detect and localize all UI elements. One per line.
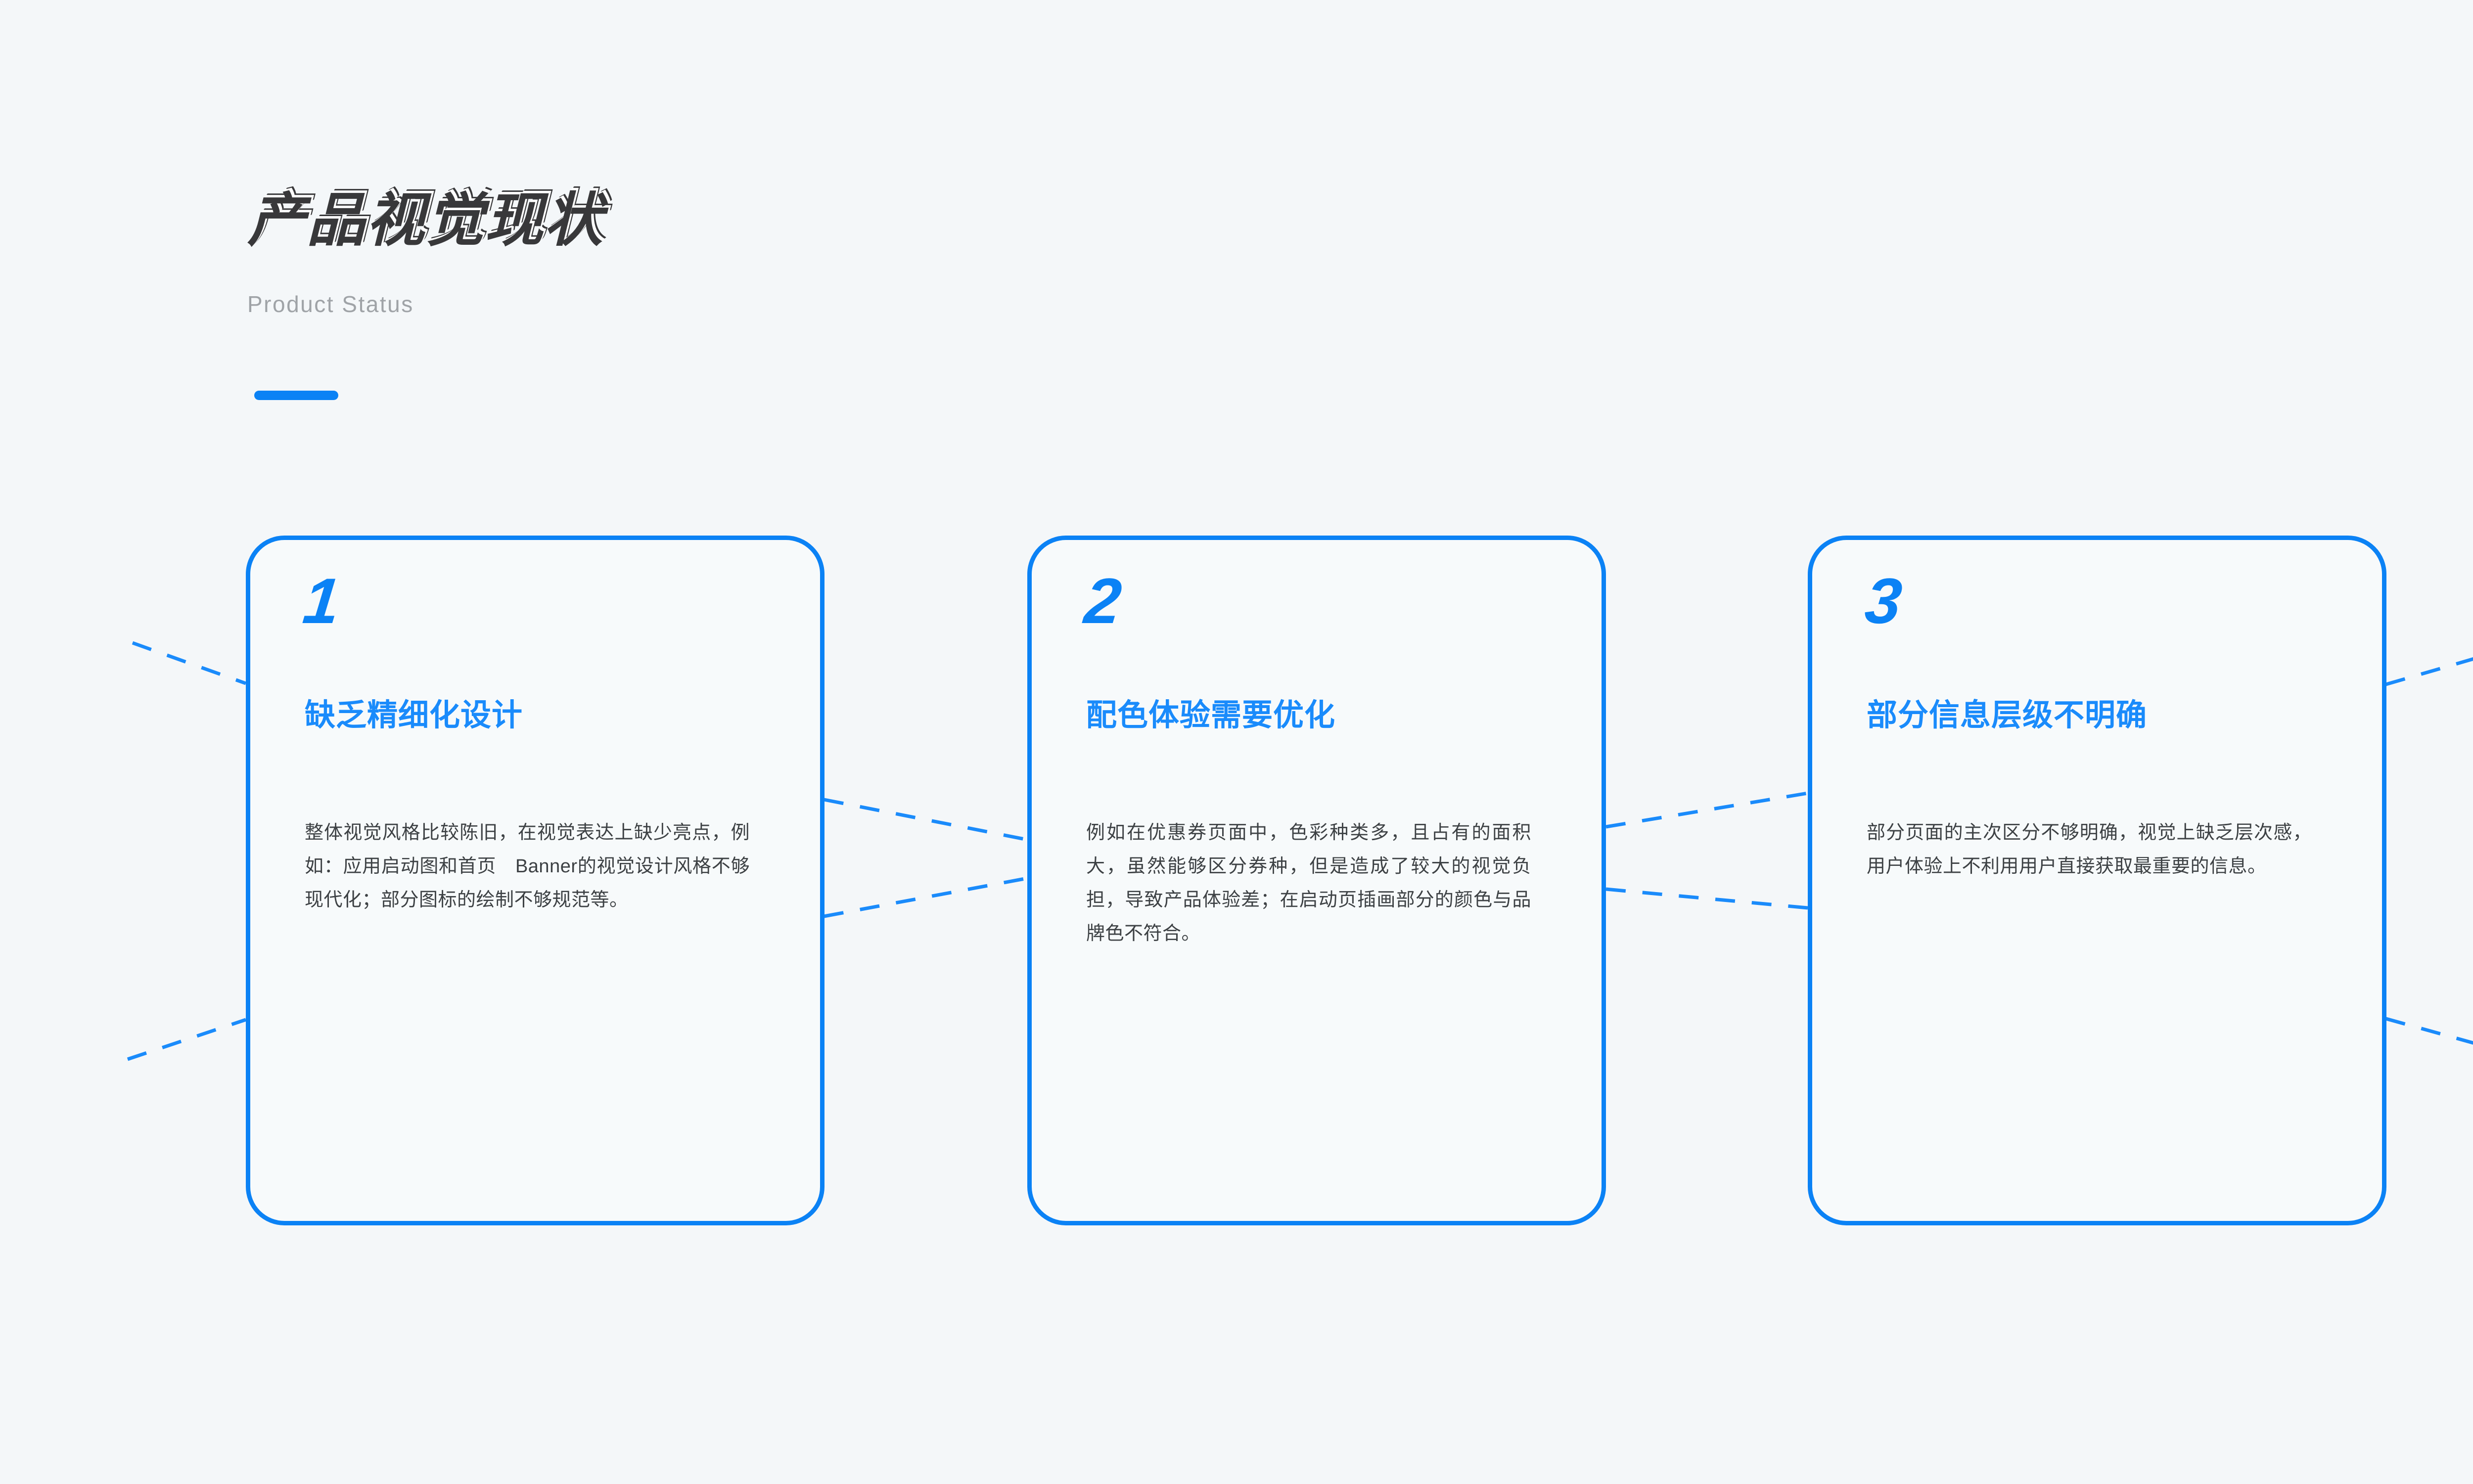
connector-right-lower [2385,1017,2473,1045]
connector-left-lower [127,1018,247,1061]
header-block: 产品视觉现状 [247,188,1335,253]
status-card-3[interactable]: 3 部分信息层级不明确 部分页面的主次区分不够明确，视觉上缺乏层次感，用户体验上… [1808,536,2386,1225]
accent-bar [254,391,338,400]
page-subtitle: Product Status [247,291,414,317]
connector-gap2-upper [1605,791,1808,829]
connector-left-upper [132,641,247,685]
connector-gap2-lower [1605,887,1808,910]
connector-right-upper [2385,657,2473,686]
card-number: 2 [1081,565,1124,637]
card-body-text: 例如在优惠券页面中，色彩种类多，且占有的面积大，虽然能够区分券种，但是造成了较大… [1086,822,1531,944]
card-number: 3 [1862,565,1904,637]
card-title: 配色体验需要优化 [1086,698,1336,732]
card-body-text: 整体视觉风格比较陈旧，在视觉表达上缺少亮点，例如：应用启动图和首页 Banner… [305,822,750,910]
page-title: 产品视觉现状 [247,188,604,253]
connector-gap1-upper [824,798,1028,842]
status-card-1[interactable]: 1 缺乏精细化设计 整体视觉风格比较陈旧，在视觉表达上缺少亮点，例如：应用启动图… [246,536,824,1225]
connector-gap1-lower [824,876,1028,918]
status-card-2[interactable]: 2 配色体验需要优化 例如在优惠券页面中，色彩种类多，且占有的面积大，虽然能够区… [1027,536,1606,1225]
card-number: 1 [300,565,342,637]
card-title: 部分信息层级不明确 [1867,698,2148,732]
card-body-text: 部分页面的主次区分不够明确，视觉上缺乏层次感，用户体验上不利用用户直接获取最重要… [1867,822,2312,877]
card-title: 缺乏精细化设计 [305,698,523,732]
